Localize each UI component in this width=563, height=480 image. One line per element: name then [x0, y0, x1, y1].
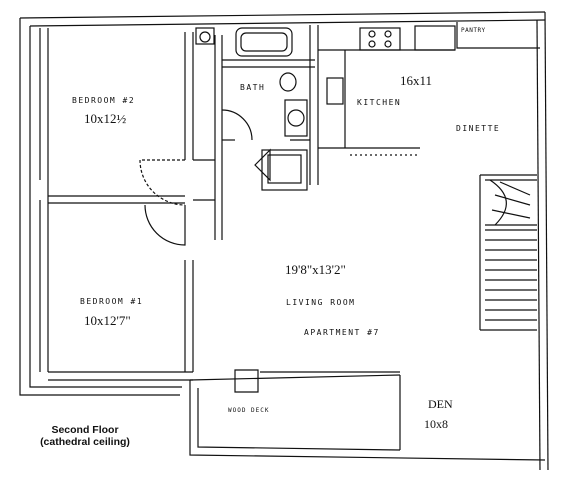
doors [139, 109, 271, 246]
pantry-name: PANTRY [461, 27, 486, 34]
caption-ceiling: (cathedral ceiling) [40, 436, 130, 448]
bedroom2-name: BEDROOM #2 [72, 96, 136, 105]
deck-name: WOOD DECK [228, 407, 270, 414]
bedroom1-size: 10x12'7" [84, 313, 131, 328]
kitchen-counters [318, 22, 540, 156]
bedroom-walls [48, 32, 194, 381]
bath-name: BATH [240, 83, 266, 92]
stairs [479, 174, 537, 331]
bedroom1-name: BEDROOM #1 [80, 297, 144, 306]
apartment-name: APARTMENT #7 [304, 328, 380, 337]
dinette-name: DINETTE [456, 124, 501, 133]
bath-walls [214, 25, 319, 240]
bath-fixtures [195, 27, 308, 191]
living-name: LIVING ROOM [286, 298, 356, 307]
deck-outline [189, 369, 401, 450]
bedroom2-size: 10x12½ [84, 111, 127, 126]
den-name: DEN [428, 397, 453, 411]
living-size: 19'8"x13'2" [285, 262, 346, 277]
exterior-walls [19, 11, 549, 471]
caption-floor: Second Floor [51, 424, 119, 436]
kitchen-size: 16x11 [400, 73, 433, 88]
kitchen-name: KITCHEN [357, 98, 402, 107]
den-size: 10x8 [424, 417, 448, 431]
